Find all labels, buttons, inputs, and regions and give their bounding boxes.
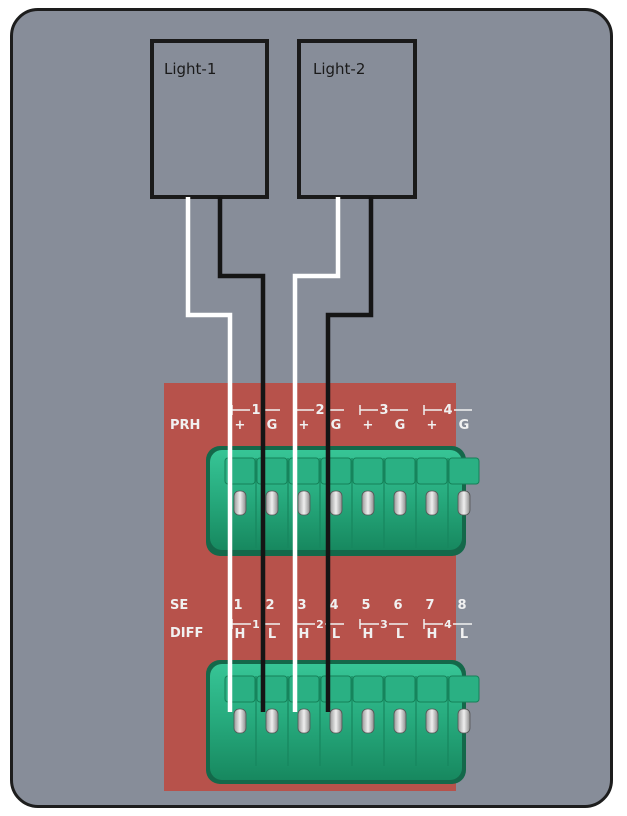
diff-group-number-bg: [251, 616, 261, 629]
diff-group-number: 4: [444, 618, 452, 631]
terminal-clamp: [352, 675, 384, 703]
diff-group-number: 2: [316, 618, 324, 631]
prh-pin-label: +: [363, 418, 374, 433]
diff-pin-label: L: [396, 627, 404, 642]
prh-terminal-block: [206, 446, 480, 556]
diff-pin-label: L: [332, 627, 340, 642]
terminal-screw: [265, 490, 279, 516]
terminal-screw: [393, 708, 407, 734]
se-number: 7: [425, 598, 434, 613]
diff-group-number: 1: [252, 618, 260, 631]
terminal-clamp: [384, 457, 416, 485]
prh-pin-label: G: [395, 418, 406, 433]
light-2-black-wire: [325, 197, 374, 712]
prh-pin-label: G: [459, 418, 470, 433]
terminal-screw: [361, 708, 375, 734]
prh-group-number-bg: [314, 402, 326, 416]
light-2-label: Light-2: [313, 60, 365, 78]
terminal-clamp: [320, 675, 352, 703]
light-2-box: Light-2: [297, 39, 417, 199]
light-2-white-wire: [292, 197, 341, 712]
terminal-clamp: [384, 675, 416, 703]
prh-label: PRH: [170, 418, 200, 433]
diff-pin-label: L: [460, 627, 468, 642]
diff-pin-label: H: [427, 627, 438, 642]
se-number: 8: [457, 598, 466, 613]
prh-pin-label: +: [235, 418, 246, 433]
terminal-clamp: [448, 457, 480, 485]
prh-group-number: 4: [443, 403, 452, 418]
diff-group-number-bg: [443, 616, 453, 629]
se-number: 6: [393, 598, 402, 613]
terminal-clamp: [320, 457, 352, 485]
terminal-screw: [233, 708, 247, 734]
prh-pin-label: +: [299, 418, 310, 433]
prh-group-number-bg: [378, 402, 390, 416]
terminal-screw: [329, 708, 343, 734]
se-number: 2: [265, 598, 274, 613]
diff-pin-label: H: [235, 627, 246, 642]
terminal-screw: [265, 708, 279, 734]
prh-pin-label: G: [267, 418, 278, 433]
terminal-clamp: [224, 675, 256, 703]
prh-group-number: 2: [315, 403, 324, 418]
terminal-screw: [297, 490, 311, 516]
terminal-screw: [393, 490, 407, 516]
prh-group-number: 3: [379, 403, 388, 418]
diff-group-number-bg: [315, 616, 325, 629]
terminal-screw: [425, 490, 439, 516]
terminal-screw: [233, 490, 247, 516]
terminal-screw: [457, 708, 471, 734]
se-number: 3: [297, 598, 306, 613]
diff-label: DIFF: [170, 626, 203, 641]
light-1-box: Light-1: [150, 39, 269, 199]
diff-pin-label: H: [363, 627, 374, 642]
diff-group-number: 3: [380, 618, 388, 631]
diff-group-number-bg: [379, 616, 389, 629]
terminal-screw: [361, 490, 375, 516]
se-number: 1: [233, 598, 242, 613]
prh-group-number-bg: [442, 402, 454, 416]
light-1-label: Light-1: [164, 60, 216, 78]
diff-pin-label: H: [299, 627, 310, 642]
se-label: SE: [170, 598, 188, 613]
terminal-clamp: [416, 675, 448, 703]
prh-group-number: 1: [251, 403, 260, 418]
diff-pin-label: L: [268, 627, 276, 642]
prh-pin-label: G: [331, 418, 342, 433]
terminal-screw: [329, 490, 343, 516]
se-diff-terminal-block: [206, 660, 480, 784]
terminal-clamp: [448, 675, 480, 703]
prh-group-number-bg: [250, 402, 262, 416]
prh-pin-label: +: [427, 418, 438, 433]
light-1-white-wire: [185, 197, 233, 712]
se-number: 5: [361, 598, 370, 613]
terminal-screw: [457, 490, 471, 516]
terminal-screw: [297, 708, 311, 734]
light-1-black-wire: [217, 197, 266, 712]
terminal-clamp: [352, 457, 384, 485]
se-number: 4: [329, 598, 338, 613]
terminal-clamp: [224, 457, 256, 485]
terminal-clamp: [416, 457, 448, 485]
terminal-screw: [425, 708, 439, 734]
